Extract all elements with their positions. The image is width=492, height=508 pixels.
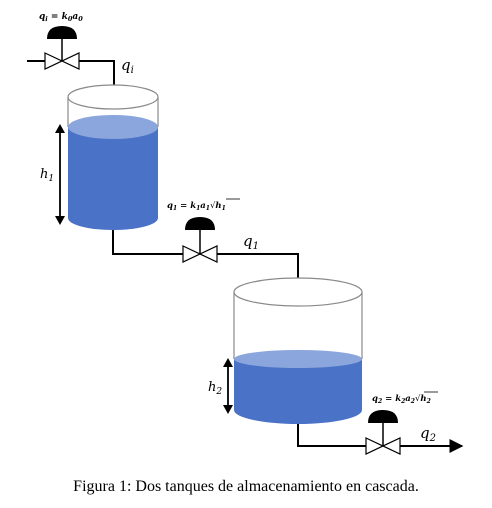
valve-2-actuator-icon <box>368 410 398 423</box>
tank-2-water-surface <box>234 350 362 368</box>
tank-2-water <box>234 359 362 424</box>
tank-1-level-label: h1 <box>40 167 54 184</box>
inlet-valve[interactable] <box>44 26 80 70</box>
tank-2-level-indicator <box>223 358 233 414</box>
flow-1-label: q1 <box>243 232 259 252</box>
tank-1-water <box>68 127 158 230</box>
figure-caption: Figura 1: Dos tanques de almacenamiento … <box>73 478 419 495</box>
valve-1-body-icon <box>182 245 218 263</box>
valve-2[interactable] <box>365 410 401 455</box>
inlet-valve-body-icon <box>44 52 80 70</box>
outlet-pipe <box>297 424 464 453</box>
tank-1-water-surface <box>68 115 158 139</box>
inlet-flow-label: qi <box>121 56 134 76</box>
tank-1 <box>67 84 159 230</box>
valve-1-formula: q1 = k1a1√h1 <box>167 201 226 212</box>
inlet-valve-actuator-icon <box>47 26 77 39</box>
inlet-valve-formula: qi = k0a0 <box>39 12 83 23</box>
valve-2-body-icon <box>365 437 401 455</box>
valve-2-formula: q2 = k2a2√h2 <box>372 394 431 405</box>
tank-2-level-label: h2 <box>208 380 222 397</box>
tank-2 <box>233 277 363 424</box>
valve-1-actuator-icon <box>185 217 215 230</box>
tank-1-level-indicator <box>55 124 65 225</box>
flow-2-label: q2 <box>420 424 436 444</box>
valve-1[interactable] <box>182 217 218 263</box>
